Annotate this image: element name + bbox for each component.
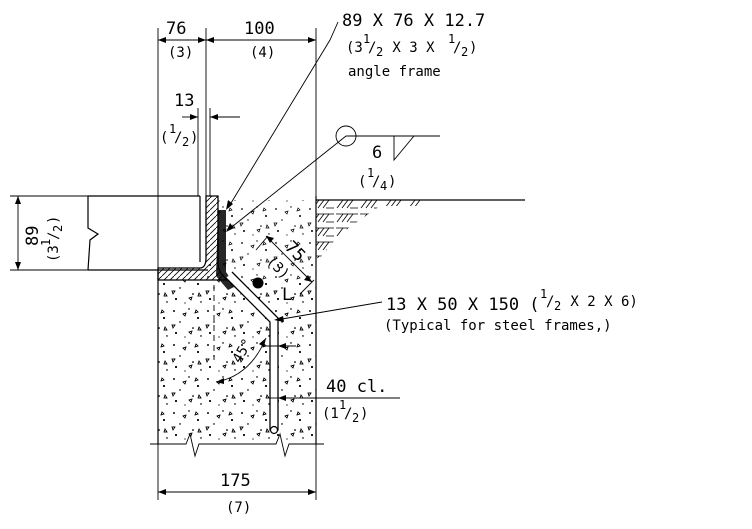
- svg-text:1: 1: [169, 122, 176, 136]
- dim-13-mm: 13: [174, 91, 194, 111]
- weld-size-mm: 6: [372, 143, 382, 163]
- dim-76-mm: 76: [166, 19, 186, 39]
- left-height-dimension: [10, 195, 88, 271]
- svg-text:(: (: [358, 174, 366, 190]
- weld-size-in: ( 1 / 4 ): [358, 166, 396, 193]
- svg-text:1: 1: [448, 32, 455, 46]
- top-dimensions: [157, 28, 317, 270]
- svg-text:1: 1: [540, 287, 547, 301]
- dim-76-in: (3): [168, 45, 193, 61]
- svg-text:/: /: [174, 130, 182, 146]
- svg-text:/: /: [46, 232, 62, 240]
- svg-text:X 2 X 6): X 2 X 6): [562, 294, 638, 310]
- svg-text:/: /: [546, 294, 554, 310]
- svg-text:1: 1: [367, 166, 374, 180]
- clearance-dimension: [270, 395, 400, 401]
- svg-text:1: 1: [339, 398, 346, 412]
- anchor-length-dimension: [255, 235, 315, 295]
- svg-text:4: 4: [380, 179, 387, 193]
- dim-40-mm: 40 cl.: [326, 377, 387, 397]
- dim-100-in: (4): [250, 45, 275, 61]
- weld-fill: [216, 210, 236, 290]
- anchor-end-circle: [269, 425, 279, 435]
- reinforcing-bar: [252, 277, 264, 289]
- svg-text:13 X 50 X 150 (: 13 X 50 X 150 (: [386, 295, 540, 315]
- dim-175-mm: 175: [220, 471, 251, 491]
- svg-text:(1: (1: [322, 406, 339, 422]
- svg-text:): ): [469, 40, 477, 56]
- angle-frame-label-line2: (3 1 / 2 X 3 X 1 / 2 ): [346, 32, 477, 59]
- svg-text:): ): [360, 406, 368, 422]
- angle-frame-label-line1: 89 X 76 X 12.7: [342, 11, 485, 31]
- svg-text:2: 2: [554, 299, 561, 313]
- angle-frame-callout: [226, 21, 339, 210]
- svg-text:1: 1: [39, 239, 53, 246]
- anchor-label-line2: (Typical for steel frames,): [384, 318, 612, 334]
- anchor-callout-leader: [275, 301, 383, 321]
- dim-175-in: (7): [226, 500, 251, 516]
- svg-text:(3: (3: [46, 245, 62, 262]
- svg-text:1: 1: [363, 32, 370, 46]
- svg-text:/: /: [453, 40, 461, 56]
- weld-symbol: [226, 125, 440, 232]
- dim-13-in: ( 1 / 2 ): [160, 122, 198, 149]
- dim-40-in: (1 1 / 2 ): [322, 398, 368, 425]
- svg-text:/: /: [368, 40, 376, 56]
- slab-outline: [87, 195, 200, 271]
- concrete-lower-block: [158, 280, 316, 444]
- svg-text:/: /: [344, 406, 352, 422]
- svg-text:/: /: [372, 174, 380, 190]
- angle-frame-label-line3: angle frame: [348, 64, 441, 80]
- soil-area: [316, 200, 420, 258]
- svg-text:2: 2: [352, 411, 359, 425]
- svg-text:X 3 X: X 3 X: [384, 40, 443, 56]
- anchor-mark: L: [282, 285, 292, 305]
- dim-89-mm: 89: [23, 226, 43, 246]
- svg-text:2: 2: [182, 135, 189, 149]
- svg-text:): ): [388, 174, 396, 190]
- bottom-break-line: [150, 432, 324, 458]
- svg-text:2: 2: [461, 45, 468, 59]
- svg-text:2: 2: [51, 225, 65, 232]
- bottom-dimension: [157, 444, 317, 500]
- dim-100-mm: 100: [244, 19, 275, 39]
- svg-text:2: 2: [376, 45, 383, 59]
- anchor-label-line1: 13 X 50 X 150 ( 1 / 2 X 2 X 6): [386, 287, 638, 315]
- svg-text:): ): [190, 130, 198, 146]
- svg-text:(: (: [160, 130, 168, 146]
- svg-text:): ): [46, 216, 62, 224]
- angle-45-indicator: [215, 337, 296, 384]
- gap-dimension: [182, 108, 240, 196]
- svg-text:(3: (3: [346, 40, 363, 56]
- dim-89-in: (3 1 / 2 ): [39, 216, 65, 262]
